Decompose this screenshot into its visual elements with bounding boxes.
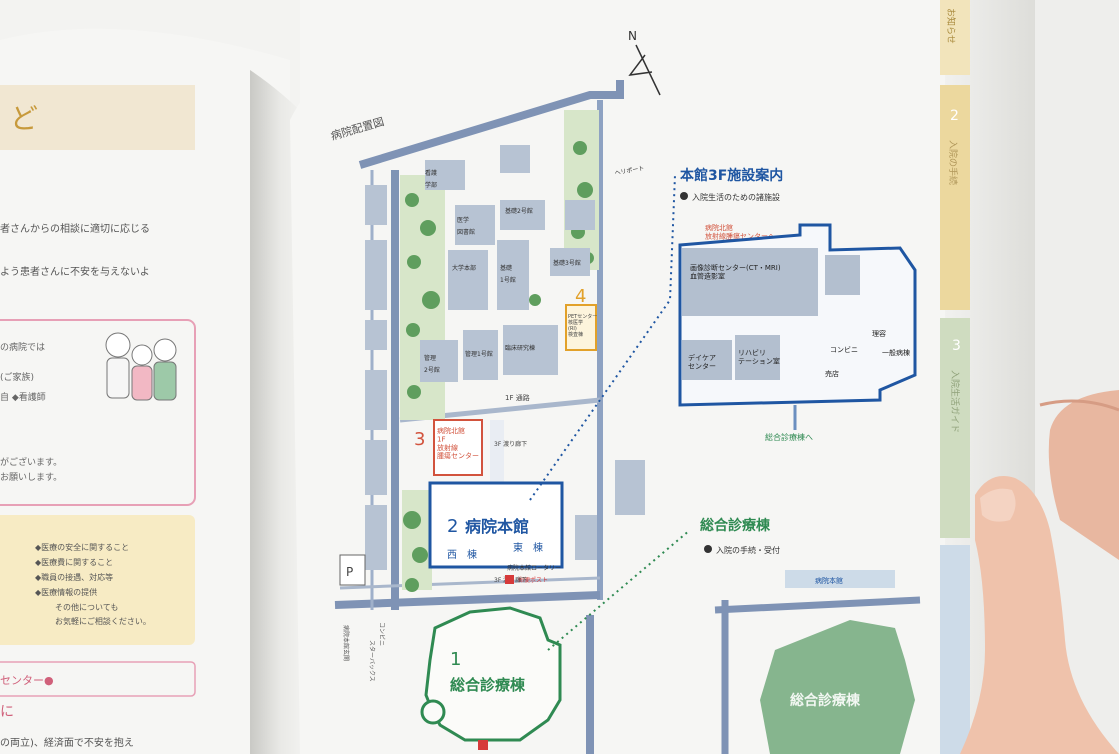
corridor-1f: 1F 通路 [505, 393, 530, 402]
general-building [424, 606, 562, 742]
east-wing: 東 棟 [513, 541, 543, 554]
north-number: 3 [414, 429, 425, 450]
left-line: ◆医療の安全に関すること [35, 542, 129, 552]
hand [960, 390, 1119, 754]
konbini-label: コンビニ [830, 345, 858, 354]
left-line: (ご家族) [0, 371, 34, 383]
general-tag: 病院本館 [815, 576, 843, 585]
north-label: N [628, 29, 637, 43]
left-line: センター● [0, 674, 54, 687]
pet-number: 4 [575, 286, 586, 307]
left-line: 自 ◆看護師 [0, 391, 46, 403]
pet-label: PETセンター核医学(RI)検査棟 [568, 313, 597, 338]
north-building [433, 419, 483, 476]
north-arrow: N [628, 29, 661, 96]
left-heading: ど [10, 102, 38, 135]
left-line: 者さんからの相談に適切に応じる [0, 222, 150, 235]
label-kiso2: 基礎2号館 [505, 207, 533, 215]
parking-icon: P [346, 565, 353, 579]
barber-label: 理容 [872, 329, 886, 338]
tab-number: 2 [950, 108, 959, 124]
label-library: 医学図書館 [457, 216, 475, 236]
west-wing: 西 棟 [447, 548, 477, 561]
tab-label: お知らせ [945, 8, 957, 44]
left-line: お願いします。 [0, 472, 62, 483]
main-label: 病院本館 [465, 517, 529, 536]
rotary-label: 病院本館ロータリー [507, 564, 561, 572]
post-icon [505, 575, 514, 584]
rehab-label: リハビリテーション室 [738, 348, 780, 365]
side-label: 病院本館玄関 [342, 625, 350, 661]
sidebar-tabs: お知らせ 2 入院の手続 3 入院生活ガイド [940, 0, 970, 754]
general-bldg-label: 総合診療棟 [790, 692, 861, 709]
side-label: コンビニ [378, 622, 386, 646]
general-building-shape [760, 620, 915, 754]
label-kiso3: 基礎3号館 [553, 259, 581, 267]
left-page-content: ど 者さんからの相談に適切に応じる よう患者さんに不安を与えないよ の病院では … [0, 85, 196, 749]
general-section-subtitle: 入院の手続・受付 [716, 545, 780, 555]
floor-title: 本館3F施設案内 [680, 167, 783, 184]
left-line: その他についても [55, 602, 118, 612]
left-line: ◆医療情報の提供 [35, 587, 97, 597]
general-section-title: 総合診療棟 [700, 517, 771, 534]
main-building [428, 481, 564, 569]
post-label: 郵便ポスト [518, 576, 548, 584]
label-honbu: 大学本部 [452, 264, 476, 272]
left-line: ◆職員の接遇、対応等 [35, 572, 113, 582]
tab-label: 入院生活ガイド [949, 370, 961, 433]
left-line: お気軽にご相談ください。 [55, 616, 151, 626]
left-line: に [0, 704, 14, 720]
label-rinsho: 臨床研究棟 [505, 344, 535, 352]
rehab-room [735, 335, 780, 380]
left-line: がございます。 [0, 456, 62, 468]
tab-number: 3 [952, 338, 961, 354]
floor-sign: 病院北館放射線腫瘍センターへ [705, 223, 775, 240]
shop-label: 売店 [825, 369, 839, 378]
general-section: 総合診療棟 入院の手続・受付 病院本館 総合診療棟 [700, 517, 921, 754]
side-label: スターバックス [368, 640, 376, 682]
staff-illustration [105, 332, 177, 401]
ward-label: 一般病棟 [882, 348, 910, 357]
floor-3f-guide: 本館3F施設案内 入院生活のための諸施設 病院北館放射線腫瘍センターへ 画像診断… [678, 167, 917, 442]
left-line: ◆医療費に関すること [35, 557, 113, 567]
corridor-3f-a: 3F 渡り廊下 [494, 440, 527, 448]
left-line: の病院では [0, 341, 45, 353]
label-kango: 看護学部 [425, 169, 437, 189]
left-line: よう患者さんに不安を与えないよ [0, 265, 150, 278]
floor-subtitle: 入院生活のための諸施設 [692, 192, 780, 202]
general-number: 1 [450, 649, 461, 670]
campus-map: 病院配置図 [329, 29, 661, 754]
main-number: 2 [447, 516, 458, 537]
left-line: の両立)、経済面で不安を抱え [0, 736, 134, 749]
tab-label: 入院の手続 [947, 140, 959, 185]
daycare-label: デイケアセンター [688, 353, 716, 370]
label-kanri1: 管理1号館 [465, 350, 493, 358]
to-general: 総合診療棟へ [765, 432, 813, 442]
daycare-room [682, 340, 732, 380]
general-label: 総合診療棟 [450, 676, 526, 694]
imaging-room [682, 248, 818, 316]
pet-building [565, 304, 597, 351]
imaging-label: 画像診断センター(CT・MRI)血管造影室 [690, 263, 781, 280]
